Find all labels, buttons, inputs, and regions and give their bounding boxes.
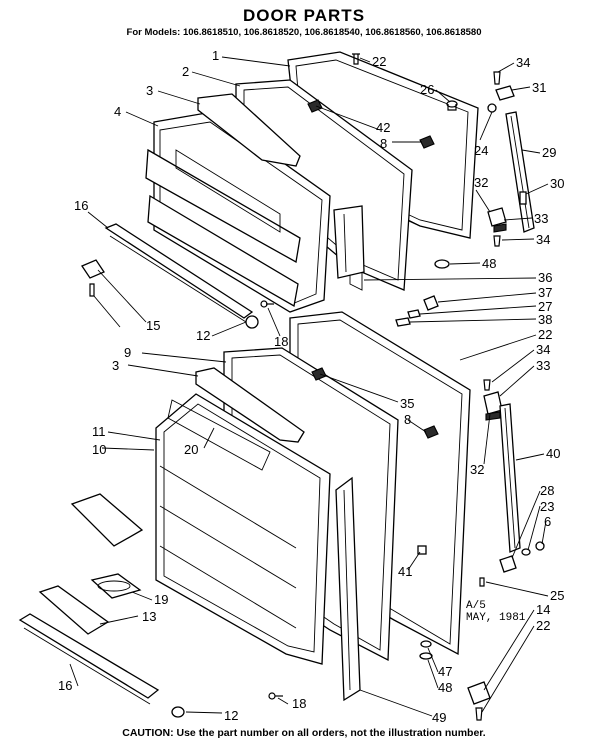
callout-12: 12	[224, 708, 238, 723]
freezer-breaker-strip	[197, 93, 301, 167]
callout-41: 41	[398, 564, 412, 579]
butter-dish	[90, 573, 142, 599]
freezer-small-parts	[81, 53, 535, 329]
callout-16: 16	[58, 678, 72, 693]
callout-40: 40	[546, 446, 560, 461]
callout-36: 36	[538, 270, 552, 285]
fresh-food-small-parts	[171, 367, 545, 721]
callout-32: 32	[470, 462, 484, 477]
callout-14: 14	[536, 602, 550, 617]
callout-37: 37	[538, 285, 552, 300]
callout-12: 12	[196, 328, 210, 343]
callout-30: 30	[550, 176, 564, 191]
callout-22: 22	[538, 327, 552, 342]
freezer-shelf	[104, 223, 254, 323]
callout-20: 20	[184, 442, 198, 457]
callout-23: 23	[540, 499, 554, 514]
freezer-hinge-bracket	[333, 205, 365, 279]
callout-10: 10	[92, 442, 106, 457]
callout-22: 22	[372, 54, 386, 69]
callout-22: 22	[536, 618, 550, 633]
callout-47: 47	[438, 664, 452, 679]
callout-24: 24	[474, 143, 488, 158]
callout-38: 38	[538, 312, 552, 327]
stamp-line-2: MAY, 1981	[466, 612, 526, 624]
freezer-liner	[145, 111, 331, 313]
callout-19: 19	[154, 592, 168, 607]
fresh-food-breaker-strip	[195, 367, 305, 443]
callout-34: 34	[536, 232, 550, 247]
leader-lines	[69, 56, 549, 717]
callout-28: 28	[540, 483, 554, 498]
diagram-title: DOOR PARTS	[242, 6, 366, 25]
callout-18: 18	[292, 696, 306, 711]
model-list: For Models: 106.8618510, 106.8618520, 10…	[126, 27, 482, 38]
callout-48: 48	[482, 256, 496, 271]
fresh-food-hinge-cover	[335, 476, 361, 702]
callout-42: 42	[376, 120, 390, 135]
callout-35: 35	[400, 396, 414, 411]
callout-25: 25	[550, 588, 564, 603]
callout-34: 34	[536, 342, 550, 357]
callout-32: 32	[474, 175, 488, 190]
callout-27: 27	[538, 299, 552, 314]
callout-6: 6	[544, 514, 551, 529]
callout-48: 48	[438, 680, 452, 695]
callout-2: 2	[182, 64, 189, 79]
fresh-food-shelves	[18, 493, 160, 705]
caution-note: CAUTION: Use the part number on all orde…	[122, 727, 486, 739]
stamp-line-1: A/5	[466, 600, 486, 612]
revision-stamp: A/5 MAY, 1981	[466, 600, 525, 624]
callout-3: 3	[146, 83, 153, 98]
callout-31: 31	[532, 80, 546, 95]
callout-3: 3	[112, 358, 119, 373]
callout-11: 11	[92, 424, 106, 439]
callout-18: 18	[274, 334, 288, 349]
callout-1: 1	[212, 48, 219, 63]
callout-13: 13	[142, 609, 156, 624]
callout-8: 8	[380, 136, 387, 151]
callout-16: 16	[74, 198, 88, 213]
callout-26: 26	[420, 82, 434, 97]
callout-33: 33	[534, 211, 548, 226]
callout-33: 33	[536, 358, 550, 373]
callout-8: 8	[404, 412, 411, 427]
fresh-food-liner	[155, 393, 331, 665]
callout-34: 34	[516, 55, 530, 70]
callout-4: 4	[114, 104, 121, 119]
callout-49: 49	[432, 710, 446, 725]
callout-15: 15	[146, 318, 160, 333]
callout-9: 9	[124, 345, 131, 360]
callout-29: 29	[542, 145, 556, 160]
